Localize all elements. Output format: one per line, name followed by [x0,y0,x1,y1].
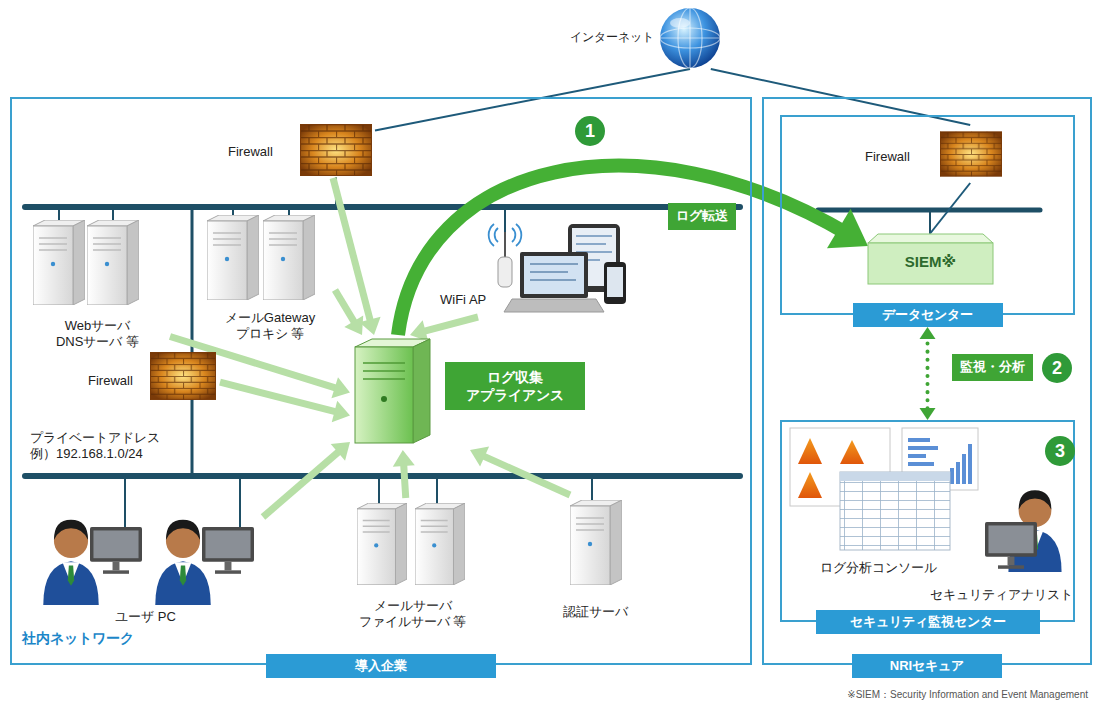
node-illustration [28,505,263,625]
address-note: プライベートアドレス 例）192.168.1.0/24 [30,430,186,463]
network-line [375,69,690,130]
user-pcs: ユーザ PC [28,505,263,625]
firewall: Firewall [860,125,1005,183]
connector-line [403,461,405,498]
wifi-devices: WiFi AP [440,222,630,317]
arrow-head [331,377,350,398]
footnote: ※SIEM：Security Information and Event Man… [847,689,1088,702]
region-band: NRIセキュア [852,654,1002,678]
company-region: 導入企業FirewallWebサーバ DNSサーバ 等メールGateway プロ… [10,97,752,678]
arrow-head [393,450,415,467]
log-console: ログ分析コンソール [790,428,980,578]
region-band: 導入企業 [266,654,496,678]
node-label: Firewall [88,373,133,389]
server-group: メールサーバ ファイルサーバ 等 [345,498,480,630]
node-label: 認証サーバ [563,604,628,620]
edge-label: 監視・分析 [952,354,1033,381]
connector-line [335,290,356,325]
region-band: データセンター [853,303,1003,327]
log-arrow [470,447,570,495]
node-label: ユーザ PC [115,609,176,625]
connector-line [398,166,850,335]
internet-globe: インターネット [570,5,730,69]
region-band: セキュリティ監視センター [816,610,1040,634]
node-label: Firewall [228,144,273,160]
monitor-arrow [920,327,936,420]
security-analyst: セキュリティアナリスト [915,478,1073,603]
connector-line [263,449,342,517]
region-outline [762,97,1092,665]
node-label: インターネット [570,30,654,45]
network-line [931,183,971,233]
log-arrow [335,290,363,335]
connector-line [220,382,339,413]
node-illustration [545,495,645,620]
log-arrow [393,450,415,498]
firewall: Firewall [225,122,375,178]
server-group: メールGateway プロキシ 等 [205,212,335,342]
node-label: Webサーバ DNSサーバ 等 [52,318,144,351]
monitoring-center-box: セキュリティ監視センター ログ分析コンソールセキュリティアナリスト [780,420,1075,634]
node-illustration [790,428,980,578]
callout-number: 3 [1045,436,1075,466]
log-appliance: ログ収集 アプライアンス [350,335,590,450]
arrow-head [470,447,489,467]
connector-line [421,317,478,332]
node-label: メールGateway プロキシ 等 [218,310,322,343]
node-illustration [915,478,1073,603]
arrow-head [331,442,350,461]
node-label: Firewall [865,149,910,165]
arrow-head [827,209,868,249]
provider-region: NRIセキュアデータセンター FirewallSIEM※ セキュリティ監視センター ロ… [762,97,1092,678]
node-label: メールサーバ ファイルサーバ 等 [353,598,473,631]
connector-line [375,69,690,130]
log-arrow [263,442,350,517]
node-label: ログ分析コンソール [820,560,937,576]
connector-line [926,335,930,411]
transfer-arrow [398,166,868,335]
auth-server: 認証サーバ [545,495,645,620]
arrow-head [920,408,936,420]
section-label: 社内ネットワーク [22,630,134,648]
log-arrow [333,178,381,335]
edge-label: ログ転送 [668,203,736,230]
arrow-head [920,327,936,339]
arrow-head [344,316,363,335]
appliance-label: ログ収集 アプライアンス [445,362,585,410]
node-label: セキュリティアナリスト [930,587,1073,603]
datacenter-box: データセンター FirewallSIEM※ [780,115,1075,327]
arrow-head [332,401,350,422]
node-label: SIEM※ [868,253,993,272]
connector-line [480,455,570,495]
node-label: WiFi AP [440,292,486,308]
arrow-head [410,320,428,341]
region-outline [780,115,1075,315]
callout-number: 1 [575,116,605,146]
server-group: Webサーバ DNSサーバ 等 [25,215,170,350]
firewall: Firewall [85,345,220,407]
siem-box: SIEM※ [868,233,993,285]
connector-line [931,183,971,233]
log-arrow [410,317,478,342]
callout-number: 2 [1042,353,1072,383]
log-arrow [220,382,350,422]
